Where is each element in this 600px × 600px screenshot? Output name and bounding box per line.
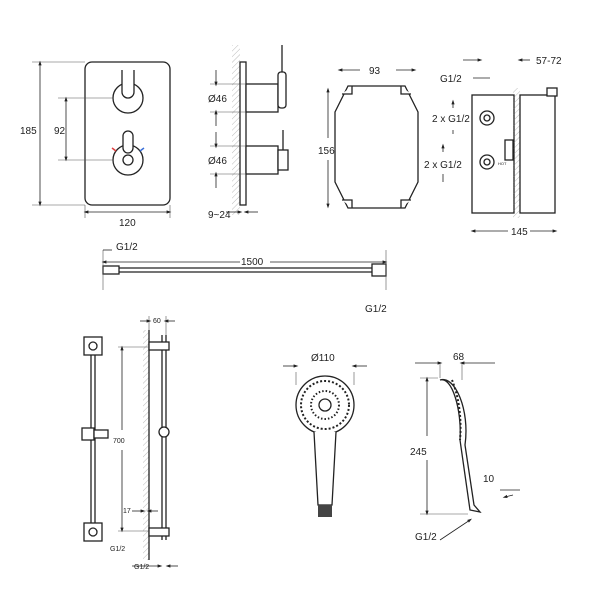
rail-offset-label: 60 <box>153 318 161 325</box>
valve-spacing-label: 92 <box>54 126 66 137</box>
rail-length-label: 700 <box>113 438 125 445</box>
hose-drawing <box>101 249 388 290</box>
handshower-depth-label: 68 <box>453 352 465 363</box>
top-diameter-label: Ø46 <box>208 94 227 105</box>
mid-inlet-label: 2 x G1/2 <box>432 114 470 125</box>
box-depth-label: 57-72 <box>536 56 562 67</box>
hose-left-thread-label: G1/2 <box>116 242 138 253</box>
hose-right-thread-label: G1/2 <box>365 304 387 315</box>
box-side-width-label: 145 <box>511 227 528 238</box>
rail-wall-label: 17 <box>123 508 131 515</box>
handshower-side-view <box>415 361 520 541</box>
valve-height-label: 185 <box>20 126 37 137</box>
low-inlet-label: 2 x G1/2 <box>424 160 462 171</box>
rail-inlet-label: G1/2 <box>110 546 125 553</box>
slide-rail-front-view <box>81 336 109 542</box>
rail-outlet-label: G1/2 <box>134 564 149 571</box>
valve-width-label: 120 <box>119 218 136 229</box>
handshower-diameter-label: Ø110 <box>311 353 335 364</box>
depth-range-label: 9~24 <box>208 210 231 221</box>
handshower-front-view <box>283 364 367 517</box>
valve-front-view <box>32 60 172 218</box>
box-width-label: 93 <box>369 66 381 77</box>
handshower-thread-label: G1/2 <box>415 532 437 543</box>
valve-side-view <box>210 45 289 215</box>
handshower-length-label: 245 <box>410 447 427 458</box>
box-side-view <box>441 58 558 233</box>
cold-mark <box>139 147 145 152</box>
bottom-diameter-label: Ø46 <box>208 156 227 167</box>
hose-length-label: 1500 <box>241 257 264 268</box>
box-height-label: 156 <box>318 146 335 157</box>
handshower-neck-label: 10 <box>483 474 495 485</box>
box-front-view <box>326 68 419 209</box>
hot-mark <box>111 147 117 152</box>
top-inlet-label: G1/2 <box>440 74 462 85</box>
slide-rail-side-view <box>118 316 178 568</box>
hot-label: HOT <box>498 161 507 166</box>
